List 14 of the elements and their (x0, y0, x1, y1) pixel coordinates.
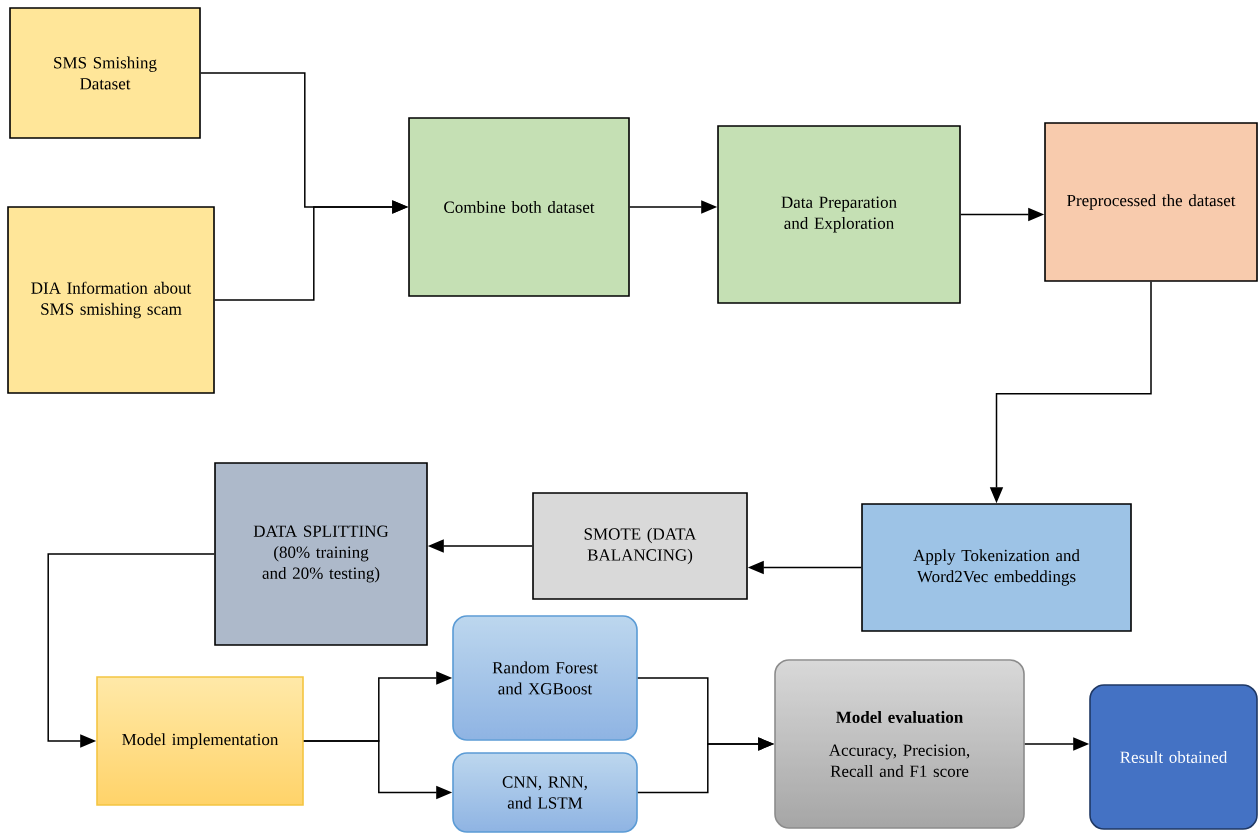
evaluation-box: Model evaluation Accuracy, Precision, Recall and F1 score (774, 659, 1025, 829)
process-box: Apply Tokenization and Word2Vec embeddings (861, 503, 1132, 632)
process-box: DATA SPLITTING (80% training and 20% testing) (214, 462, 428, 646)
dataset-box: SMS Smishing Dataset (9, 7, 201, 139)
model-box: CNN, RNN, and LSTM (452, 752, 638, 833)
process-box: Model implementation (96, 676, 304, 806)
process-box: Combine both dataset (408, 117, 630, 297)
result-box: Result obtained (1089, 684, 1258, 830)
arrow (47, 553, 215, 748)
dataset-box: DIA Information about SMS smishing scam (7, 206, 215, 394)
model-box: Random Forest and XGBoost (452, 615, 638, 741)
process-box: SMOTE (DATA BALANCING) (532, 492, 748, 600)
process-box: Data Preparation and Exploration (717, 125, 961, 304)
process-box: Preprocessed the dataset (1044, 122, 1258, 282)
